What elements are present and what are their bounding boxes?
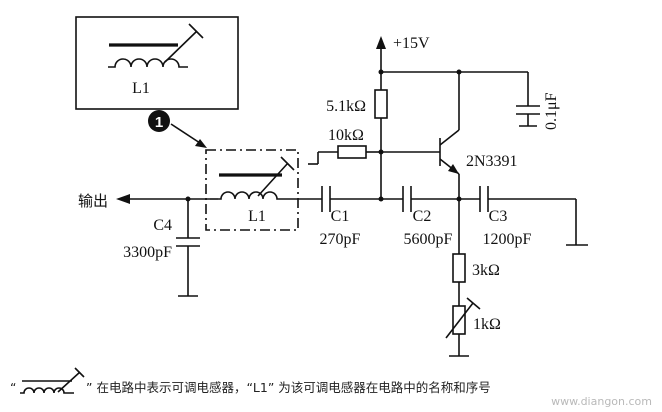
adjustable-inductor-symbol-large [108,23,204,68]
variable-resistor-1k: 1kΩ [445,282,501,357]
capacitor-c2: C2 5600pF [402,186,453,248]
c3-name: C3 [489,208,508,225]
c2-name: C2 [413,208,432,225]
caption-prefix: “ [10,380,16,395]
transistor-name: 2N3391 [466,153,518,170]
c1-name: C1 [331,208,350,225]
c4-value: 3300pF [123,244,172,261]
c3-value: 1200pF [483,231,532,248]
capacitor-c4: C4 3300pF [123,196,200,297]
callout-box: L1 [75,16,239,110]
c2-value: 5600pF [404,231,453,248]
output-terminal: 输出 [78,192,210,210]
caption: “ ” 在电路中表示可调电感器，“L1” 为该可调电感器在电路中的名称和序号 [10,367,491,395]
callout-marker: 1 [148,110,207,148]
callout-number: 1 [155,114,163,131]
resistor-3k: 3kΩ [452,199,500,283]
resistor-10k: 10kΩ [308,127,381,165]
caption-text: ” 在电路中表示可调电感器，“L1” 为该可调电感器在电路中的名称和序号 [86,380,491,395]
l1-name: L1 [248,208,266,225]
resistor-5k1: 5.1kΩ [326,72,388,199]
r-top-value: 5.1kΩ [326,98,366,115]
capacitor-bypass: 0.1μF [516,72,560,130]
c1-value: 270pF [320,231,361,248]
capacitor-c1: C1 270pF [320,186,361,248]
r-var-value: 1kΩ [473,316,501,333]
bypass-cap-value: 0.1μF [543,92,560,130]
capacitor-c3: C3 1200pF [479,186,532,248]
c4-name: C4 [153,217,172,234]
inductor-symbol-small [20,367,85,394]
watermark: www.diangon.com [551,395,652,408]
supply-label: +15V [393,35,430,52]
callout-inductor-label: L1 [132,80,150,97]
output-label: 输出 [78,192,108,210]
r-base-value: 10kΩ [328,127,364,144]
r-emitter-value: 3kΩ [472,262,500,279]
transistor-2n3391: 2N3391 [381,72,518,199]
supply-rail: +15V [376,35,528,75]
inductor-l1: L1 [205,149,299,231]
